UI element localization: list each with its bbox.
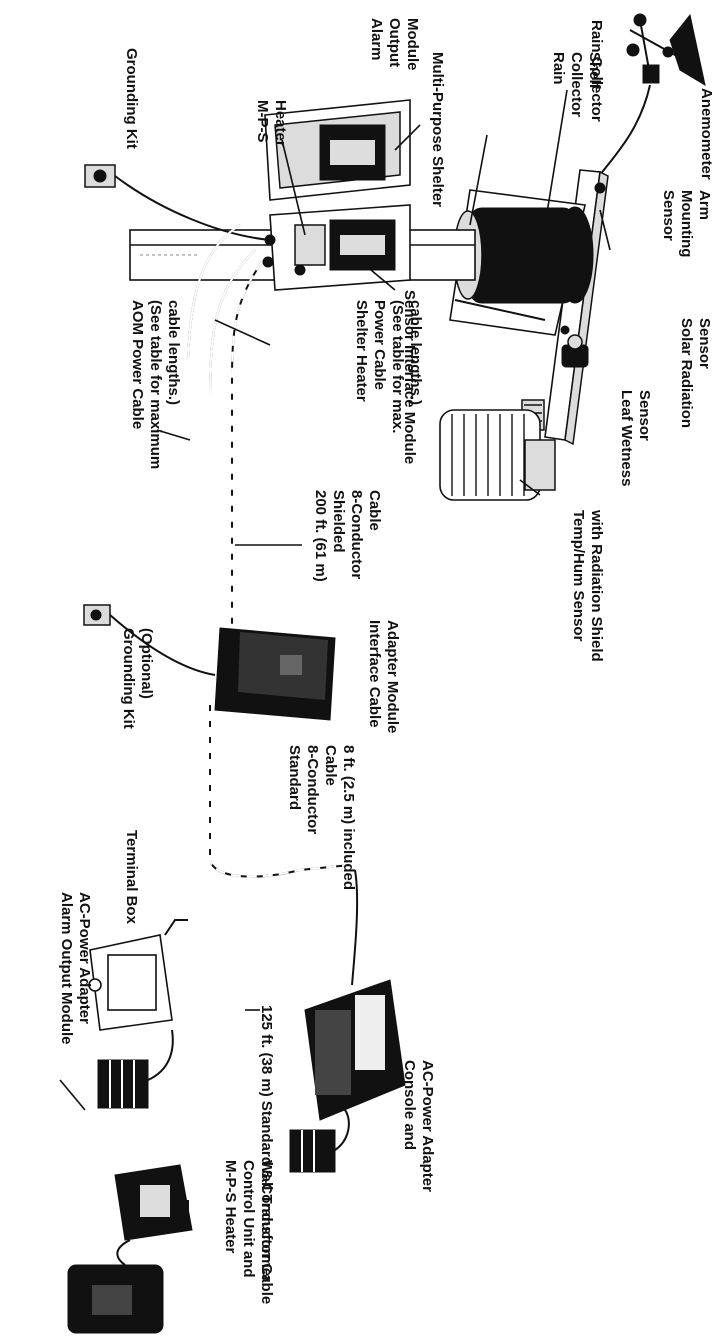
label-aom-ac-power-adapter: Alarm Output Module AC-Power Adapter (58, 892, 93, 1049)
label-mps-heater: M-P-S Heater (254, 100, 289, 147)
label-alarm-output-module: Alarm Output Module (368, 18, 421, 71)
console-illustration (305, 870, 405, 1120)
label-shielded-cable: 200 ft. (61 m) Shielded 8-Conductor Cabl… (312, 490, 383, 586)
label-solar-radiation-sensor: Solar Radiation Sensor (678, 318, 713, 432)
label-console: Console and AC-Power Adapter (401, 1060, 436, 1192)
grounding-kit-illustration (85, 165, 270, 240)
mps-heater-control-illustration (115, 1165, 192, 1240)
wall-transformer-illustration (68, 1240, 163, 1333)
label-terminal-box: Terminal Box (123, 830, 140, 925)
label-interface-cable-adapter: Interface Cable Adapter Module (366, 620, 401, 733)
label-leaf-wetness-sensor: Leaf Wetness Sensor (618, 390, 653, 491)
label-temp-hum-sensor: Temp/Hum Sensor with Radiation Shield (570, 509, 605, 662)
interface-adapter-module-illustration (215, 628, 335, 720)
label-sensor-mounting-arm: Sensor Mounting Arm (660, 190, 713, 262)
label-multi-purpose-shelter: Multi-Purpose Shelter (429, 52, 446, 207)
radiation-shield-illustration (440, 410, 555, 500)
label-aom-power-cable: AOM Power Cable (See table for maximum c… (129, 300, 182, 473)
leader-aom-adapter (60, 1080, 85, 1110)
label-grounding-kit-optional: Grounding Kit (Optional) (120, 628, 155, 733)
leader-heater-cable (215, 320, 270, 345)
label-anemometer: Anemometer (698, 88, 715, 180)
label-grounding-kit: Grounding Kit (123, 48, 140, 149)
sensor-interface-module-illustration (263, 205, 410, 290)
terminal-box-illustration (89, 920, 188, 1030)
label-mps-heater-control: M-P-S Heater Control Unit and Wall Trans… (222, 1160, 275, 1282)
anemometer-illustration (600, 14, 705, 175)
aom-ac-adapter-illustration (98, 1030, 173, 1108)
